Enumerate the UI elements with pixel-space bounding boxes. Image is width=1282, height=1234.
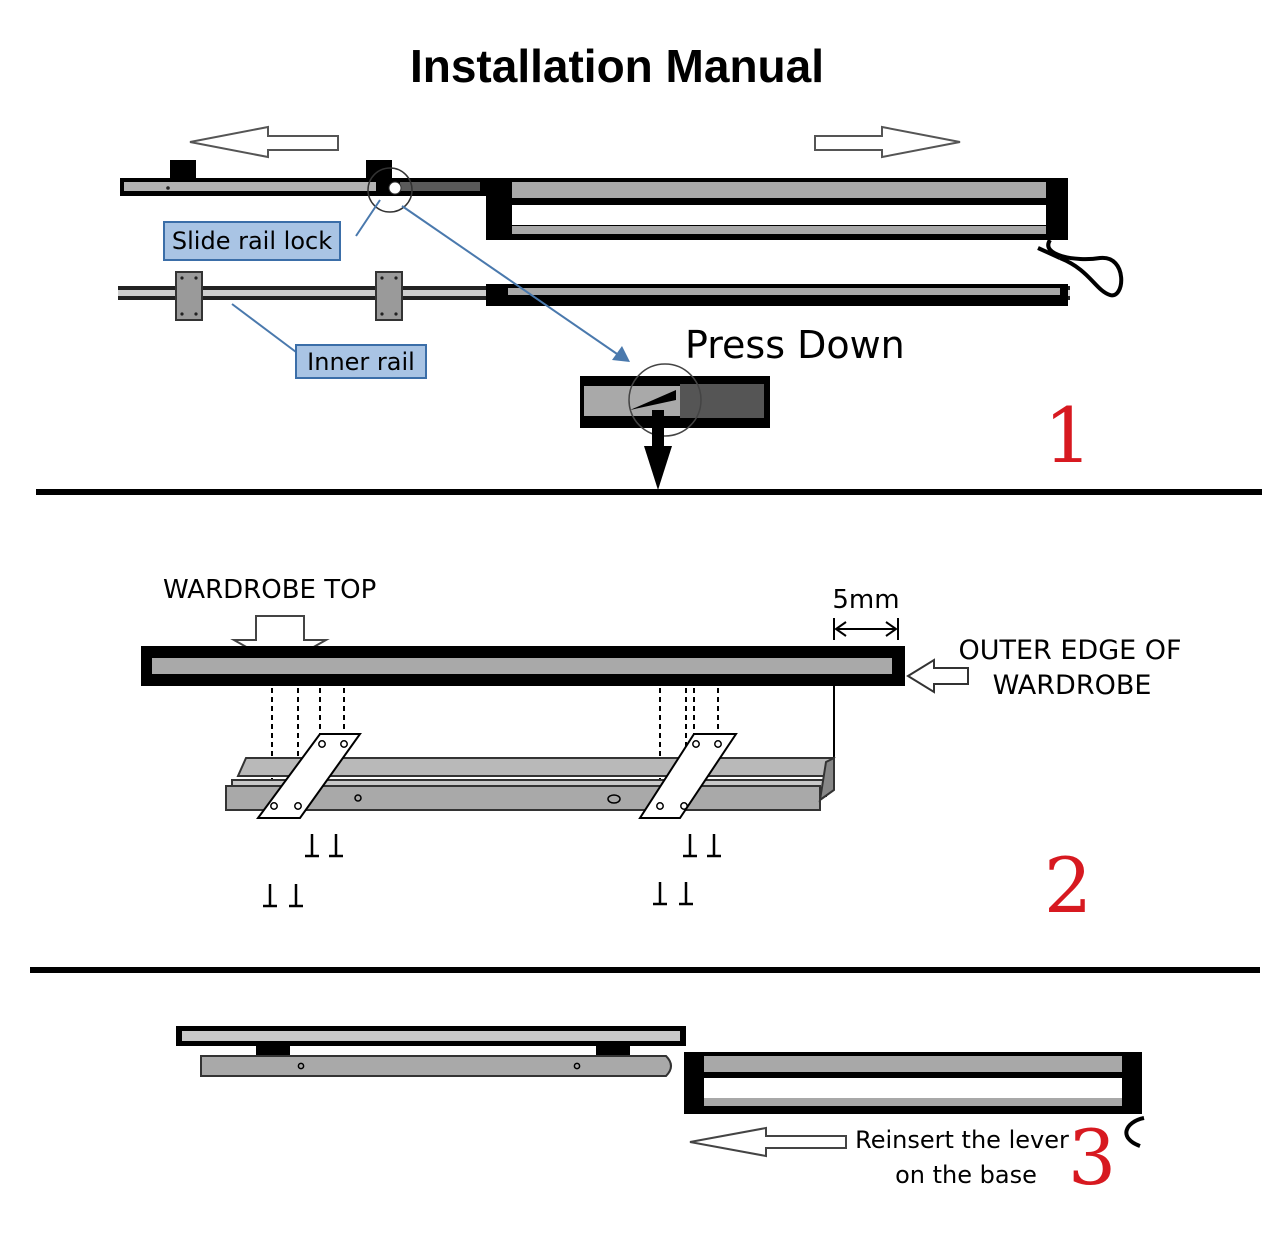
- inner-rail-label: Inner rail: [295, 344, 427, 379]
- wardrobe-top-text: WARDROBE TOP: [163, 575, 376, 605]
- lock-magnifier-circle: [367, 167, 413, 213]
- arrow-right-icon: [814, 125, 961, 159]
- sliding-door-section: [486, 178, 1124, 298]
- step-1-panel: Slide rail lock Inner rail Press Down 1: [118, 125, 1124, 490]
- outer-edge-line2-text: WARDROBE: [993, 670, 1152, 701]
- arrow-left-icon: [189, 125, 339, 159]
- arrow-left-reinsert-icon: [689, 1126, 847, 1158]
- wardrobe-top-rail: [141, 646, 905, 686]
- detail-pointer-arrowhead: [612, 346, 630, 362]
- gap-dimension: [833, 618, 899, 640]
- inner-rail-leader: [231, 303, 297, 353]
- press-down-arrow-icon: [644, 446, 672, 490]
- inner-rail-text: Inner rail: [307, 348, 415, 376]
- mounting-bracket-right: [638, 733, 738, 819]
- reinsert-line2-text: on the base: [895, 1161, 1037, 1189]
- inner-rail-piece: [200, 1055, 672, 1077]
- slide-rail-lock-label: Slide rail lock: [163, 221, 341, 261]
- inner-rail: [118, 271, 1070, 321]
- screws: [263, 834, 721, 908]
- lock-detail: [580, 363, 770, 490]
- detail-pointer-line: [401, 205, 621, 357]
- outer-edge-line1-text: OUTER EDGE OF: [958, 635, 1181, 666]
- press-down-text: Press Down: [685, 323, 905, 367]
- slide-rail-lock-leader: [355, 199, 381, 237]
- page-title: Installation Manual: [410, 40, 824, 92]
- step-2-number: 2: [1044, 841, 1092, 930]
- mounting-bracket-left: [256, 733, 362, 819]
- reinsert-line1-text: Reinsert the lever: [855, 1126, 1069, 1154]
- door-section: [684, 1052, 1145, 1148]
- slide-rail-lock-text: Slide rail lock: [172, 227, 332, 255]
- gap-5mm-text: 5mm: [832, 585, 899, 615]
- step-2-panel: WARDROBE TOP 5mm OUTER EDGE OF WARDROBE: [141, 575, 1182, 930]
- outer-slide-rail: [120, 160, 490, 196]
- step-3-number: 3: [1068, 1113, 1116, 1202]
- top-rail: [176, 1026, 686, 1056]
- arrow-left-outline-icon: [906, 658, 969, 694]
- step-1-number: 1: [1044, 391, 1092, 480]
- step-3-panel: Reinsert the lever on the base 3: [176, 1026, 1145, 1202]
